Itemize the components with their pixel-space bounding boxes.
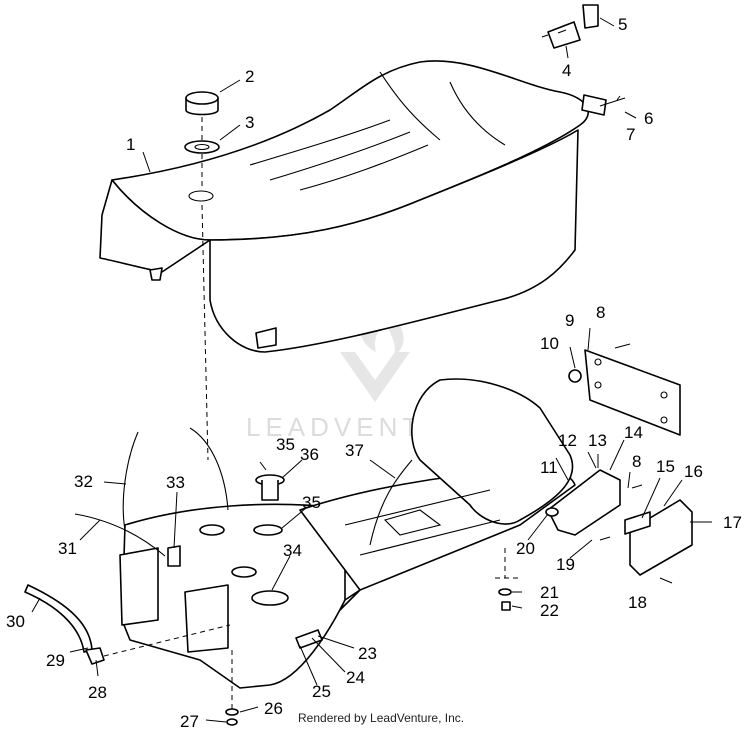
callout-34: 34 [283, 541, 302, 560]
callout-22: 22 [540, 601, 559, 620]
callout-11: 11 [540, 458, 558, 477]
fuel-hose-30 [24, 584, 93, 653]
fitting-23-24-25 [295, 629, 323, 649]
callout-1: 1 [126, 135, 135, 154]
callout-36: 36 [300, 445, 319, 464]
seat-shroud [99, 60, 589, 353]
callout-6: 6 [644, 109, 653, 128]
callout-37: 37 [345, 441, 364, 460]
fuel-tank [119, 503, 353, 689]
fuel-line-31 [74, 513, 166, 557]
callout-7: 7 [626, 125, 635, 144]
screw-35 [259, 461, 267, 471]
bolt-8a [614, 343, 631, 349]
callout-25: 25 [312, 682, 331, 701]
callout-23: 23 [358, 644, 377, 663]
cable-37 [369, 459, 413, 546]
callout-15: 15 [656, 457, 675, 476]
callout-30: 30 [6, 612, 25, 631]
nut-10 [568, 369, 582, 383]
washer-26 [225, 708, 239, 716]
assembly-line-fitting [103, 624, 231, 657]
callout-26: 26 [264, 699, 283, 718]
assembly-line-21 [495, 548, 520, 579]
callout-12: 12 [558, 431, 577, 450]
footer-credit: Rendered by LeadVenture, Inc. [298, 711, 465, 725]
spacer-16 [624, 511, 651, 535]
callout-27: 27 [180, 712, 199, 730]
bracket-4 [541, 21, 581, 49]
washer-21 [498, 588, 512, 596]
plug-27 [226, 718, 238, 726]
callout-16: 16 [684, 462, 703, 481]
callout-8-top: 8 [596, 303, 605, 322]
fuel-pump-36 [255, 474, 285, 501]
fuel-line-32 [122, 427, 229, 531]
callout-24: 24 [346, 668, 365, 687]
callout-17: 17 [723, 513, 742, 532]
callout-3: 3 [245, 113, 254, 132]
callout-13: 13 [588, 431, 607, 450]
bracket-17 [629, 499, 693, 576]
callout-2: 2 [245, 67, 254, 86]
callout-10: 10 [540, 334, 559, 353]
fitting-28 [85, 647, 105, 665]
bolt-8b [631, 484, 643, 489]
callout-18: 18 [628, 593, 647, 612]
leader-lines [31, 17, 712, 723]
callout-8-mid: 8 [632, 452, 641, 471]
cap-gasket [184, 140, 220, 154]
gasket-35a [253, 524, 283, 536]
callout-9: 9 [565, 311, 574, 330]
callout-31: 31 [58, 539, 77, 558]
callout-14: 14 [624, 423, 643, 442]
mounting-plate-9 [584, 349, 681, 436]
callout-35-lower: 35 [302, 493, 321, 512]
callout-20: 20 [516, 539, 535, 558]
callout-32: 32 [74, 472, 93, 491]
clip-7 [581, 94, 607, 116]
fuel-cap [185, 91, 219, 116]
callout-4: 4 [562, 61, 571, 80]
bolt-19 [599, 536, 611, 541]
screw-6 [599, 95, 626, 107]
callout-35-upper: 35 [276, 435, 295, 454]
callout-33: 33 [166, 473, 185, 492]
assembly-line-cap [201, 117, 209, 461]
callout-29: 29 [46, 651, 65, 670]
callout-28: 28 [88, 683, 107, 702]
bracket-5 [582, 4, 599, 29]
bolt-18 [659, 577, 673, 584]
callout-21: 21 [540, 583, 559, 602]
bracket-14 [545, 469, 621, 536]
callout-labels: 1 2 3 4 5 6 7 8 9 10 11 12 13 14 8 15 16… [6, 15, 742, 730]
callout-19: 19 [556, 555, 575, 574]
screw-22 [501, 601, 511, 611]
callout-5: 5 [618, 15, 627, 34]
